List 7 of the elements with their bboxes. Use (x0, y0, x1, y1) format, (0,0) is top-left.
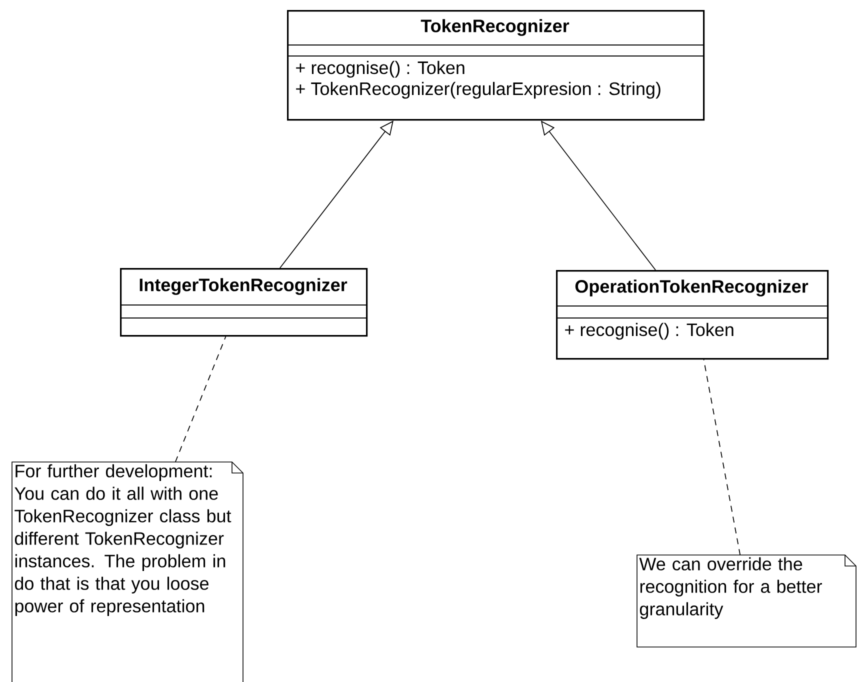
connector-line (174, 336, 226, 462)
class-box: IntegerTokenRecognizer (120, 268, 368, 337)
connector-line (703, 359, 741, 556)
note-box: For further development: You can do it all with one TokenRecognizer class but different TokenRecognizer instances. The problem in do that is that you loose power of representation (12, 462, 244, 682)
class-box: TokenRecognizer + recognise() : Token + TokenRecognizer(regularExpresion : String) (286, 10, 705, 121)
note-box: We can override the recognition for a better granularity (636, 554, 856, 648)
class-box: OperationTokenRecognizer + recognise() : Token (556, 270, 829, 360)
